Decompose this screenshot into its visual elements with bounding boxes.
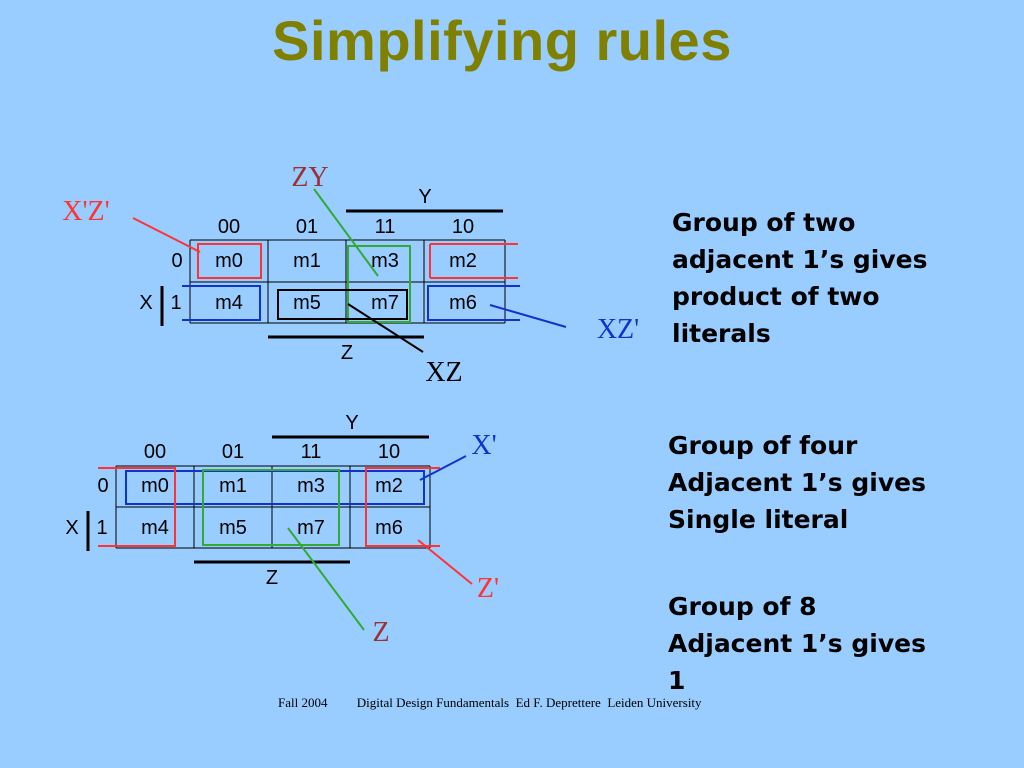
kmap1-xz-pointer (347, 303, 424, 353)
kmap1-cell-m5: m5 (293, 292, 321, 314)
group-of-eight-description: Group of 8 Adjacent 1’s gives 1 (668, 588, 926, 699)
description-line: Single literal (668, 505, 849, 534)
kmap1-xzp-label: XZ' (597, 314, 639, 345)
kmap1-group-m0-red (197, 243, 262, 279)
kmap2-col-header-00: 00 (144, 441, 166, 463)
kmap2-z-callout-label: Z (372, 617, 389, 648)
kmap2-cell-m2: m2 (375, 475, 403, 497)
kmap1-cell-m4: m4 (215, 292, 243, 314)
page-title: Simplifying rules (272, 9, 732, 72)
kmap2-cell-m1: m1 (219, 475, 247, 497)
kmap1-row-header-1: 1 (170, 292, 181, 314)
kmap1-xzp-pointer (489, 304, 567, 328)
kmap1-group-m3-m7-green (347, 245, 411, 323)
kmap2-cell-m3: m3 (297, 475, 325, 497)
description-line: Adjacent 1’s gives (668, 629, 926, 658)
kmap1-z-label: Z (341, 342, 353, 364)
description-line: literals (672, 319, 771, 348)
group-of-two-description: Group of two adjacent 1’s gives product … (672, 204, 928, 352)
kmap2-group-z-green (202, 469, 340, 546)
kmap2-x-label: X (65, 517, 78, 539)
kmap1-cell-m2: m2 (449, 250, 477, 272)
kmap2-cell-m5: m5 (219, 517, 247, 539)
kmap2-cell-m0: m0 (141, 475, 169, 497)
kmap1-col-header-00: 00 (218, 216, 240, 238)
kmap2-zp-label: Z' (477, 573, 499, 604)
kmap2-xp-pointer (419, 455, 467, 481)
description-line: Group of two (672, 208, 856, 237)
kmap1-row-header-0: 0 (171, 250, 182, 272)
kmap1-zy-label: ZY (291, 162, 328, 193)
kmap1-x-label: X (139, 292, 152, 314)
kmap2-xp-label: X' (471, 430, 496, 461)
kmap2-cell-m6: m6 (375, 517, 403, 539)
kmap2-col-header-10: 10 (378, 441, 400, 463)
kmap1-xz-label: XZ (425, 357, 462, 388)
kmap2-row-header-0: 0 (97, 475, 108, 497)
kmap2-z-pointer (287, 527, 365, 631)
kmap1-group-m6-blue (427, 285, 520, 321)
kmap1-group-m5-m7-black (277, 289, 408, 320)
kmap1-col-header-01: 01 (296, 216, 318, 238)
kmap1-y-label: Y (418, 186, 431, 208)
kmap1-cell-m1: m1 (293, 250, 321, 272)
kmap1-cell-m6: m6 (449, 292, 477, 314)
kmap1-col-header-10: 10 (452, 216, 474, 238)
kmap1-group-m4-blue (182, 285, 261, 321)
kmap2-cell-m4: m4 (141, 517, 169, 539)
kmap2-col-header-11: 11 (301, 441, 322, 463)
kmap1-col-header-11: 11 (375, 216, 396, 238)
group-of-four-description: Group of four Adjacent 1’s gives Single … (668, 427, 926, 538)
kmap2-cell-m7: m7 (297, 517, 325, 539)
kmap2-y-label: Y (345, 412, 358, 434)
kmap2-row-header-1: 1 (96, 517, 107, 539)
description-line: Group of 8 (668, 592, 817, 621)
kmap2-group-zp-right-red (365, 467, 440, 547)
slide-footer: Fall 2004 Digital Design Fundamentals Ed… (278, 695, 702, 710)
kmap1-zy-pointer (313, 188, 379, 277)
kmap-2: Y 00 01 11 10 0 1 X m0 m1 m3 m2 m4 m5 m7… (65, 412, 499, 648)
description-line: Group of four (668, 431, 858, 460)
description-line: adjacent 1’s gives (672, 245, 928, 274)
description-line: Adjacent 1’s gives (668, 468, 926, 497)
kmap2-z-label: Z (266, 567, 278, 589)
kmap1-cell-m7: m7 (371, 292, 399, 314)
kmap1-xpzp-label: X'Z' (62, 196, 109, 227)
kmap1-cell-m0: m0 (215, 250, 243, 272)
kmap-1: Y 00 01 11 10 0 1 X m0 m1 m3 m2 m4 m5 m7… (62, 162, 639, 388)
kmap1-group-m2-red (429, 243, 518, 279)
kmap2-group-zp-left-red (98, 467, 176, 547)
kmap2-zp-pointer (417, 539, 473, 585)
description-line: product of two (672, 282, 880, 311)
description-line: 1 (668, 666, 686, 695)
kmap2-col-header-01: 01 (222, 441, 244, 463)
kmap1-cell-m3: m3 (371, 250, 399, 272)
kmap1-xpzp-pointer (132, 217, 201, 253)
